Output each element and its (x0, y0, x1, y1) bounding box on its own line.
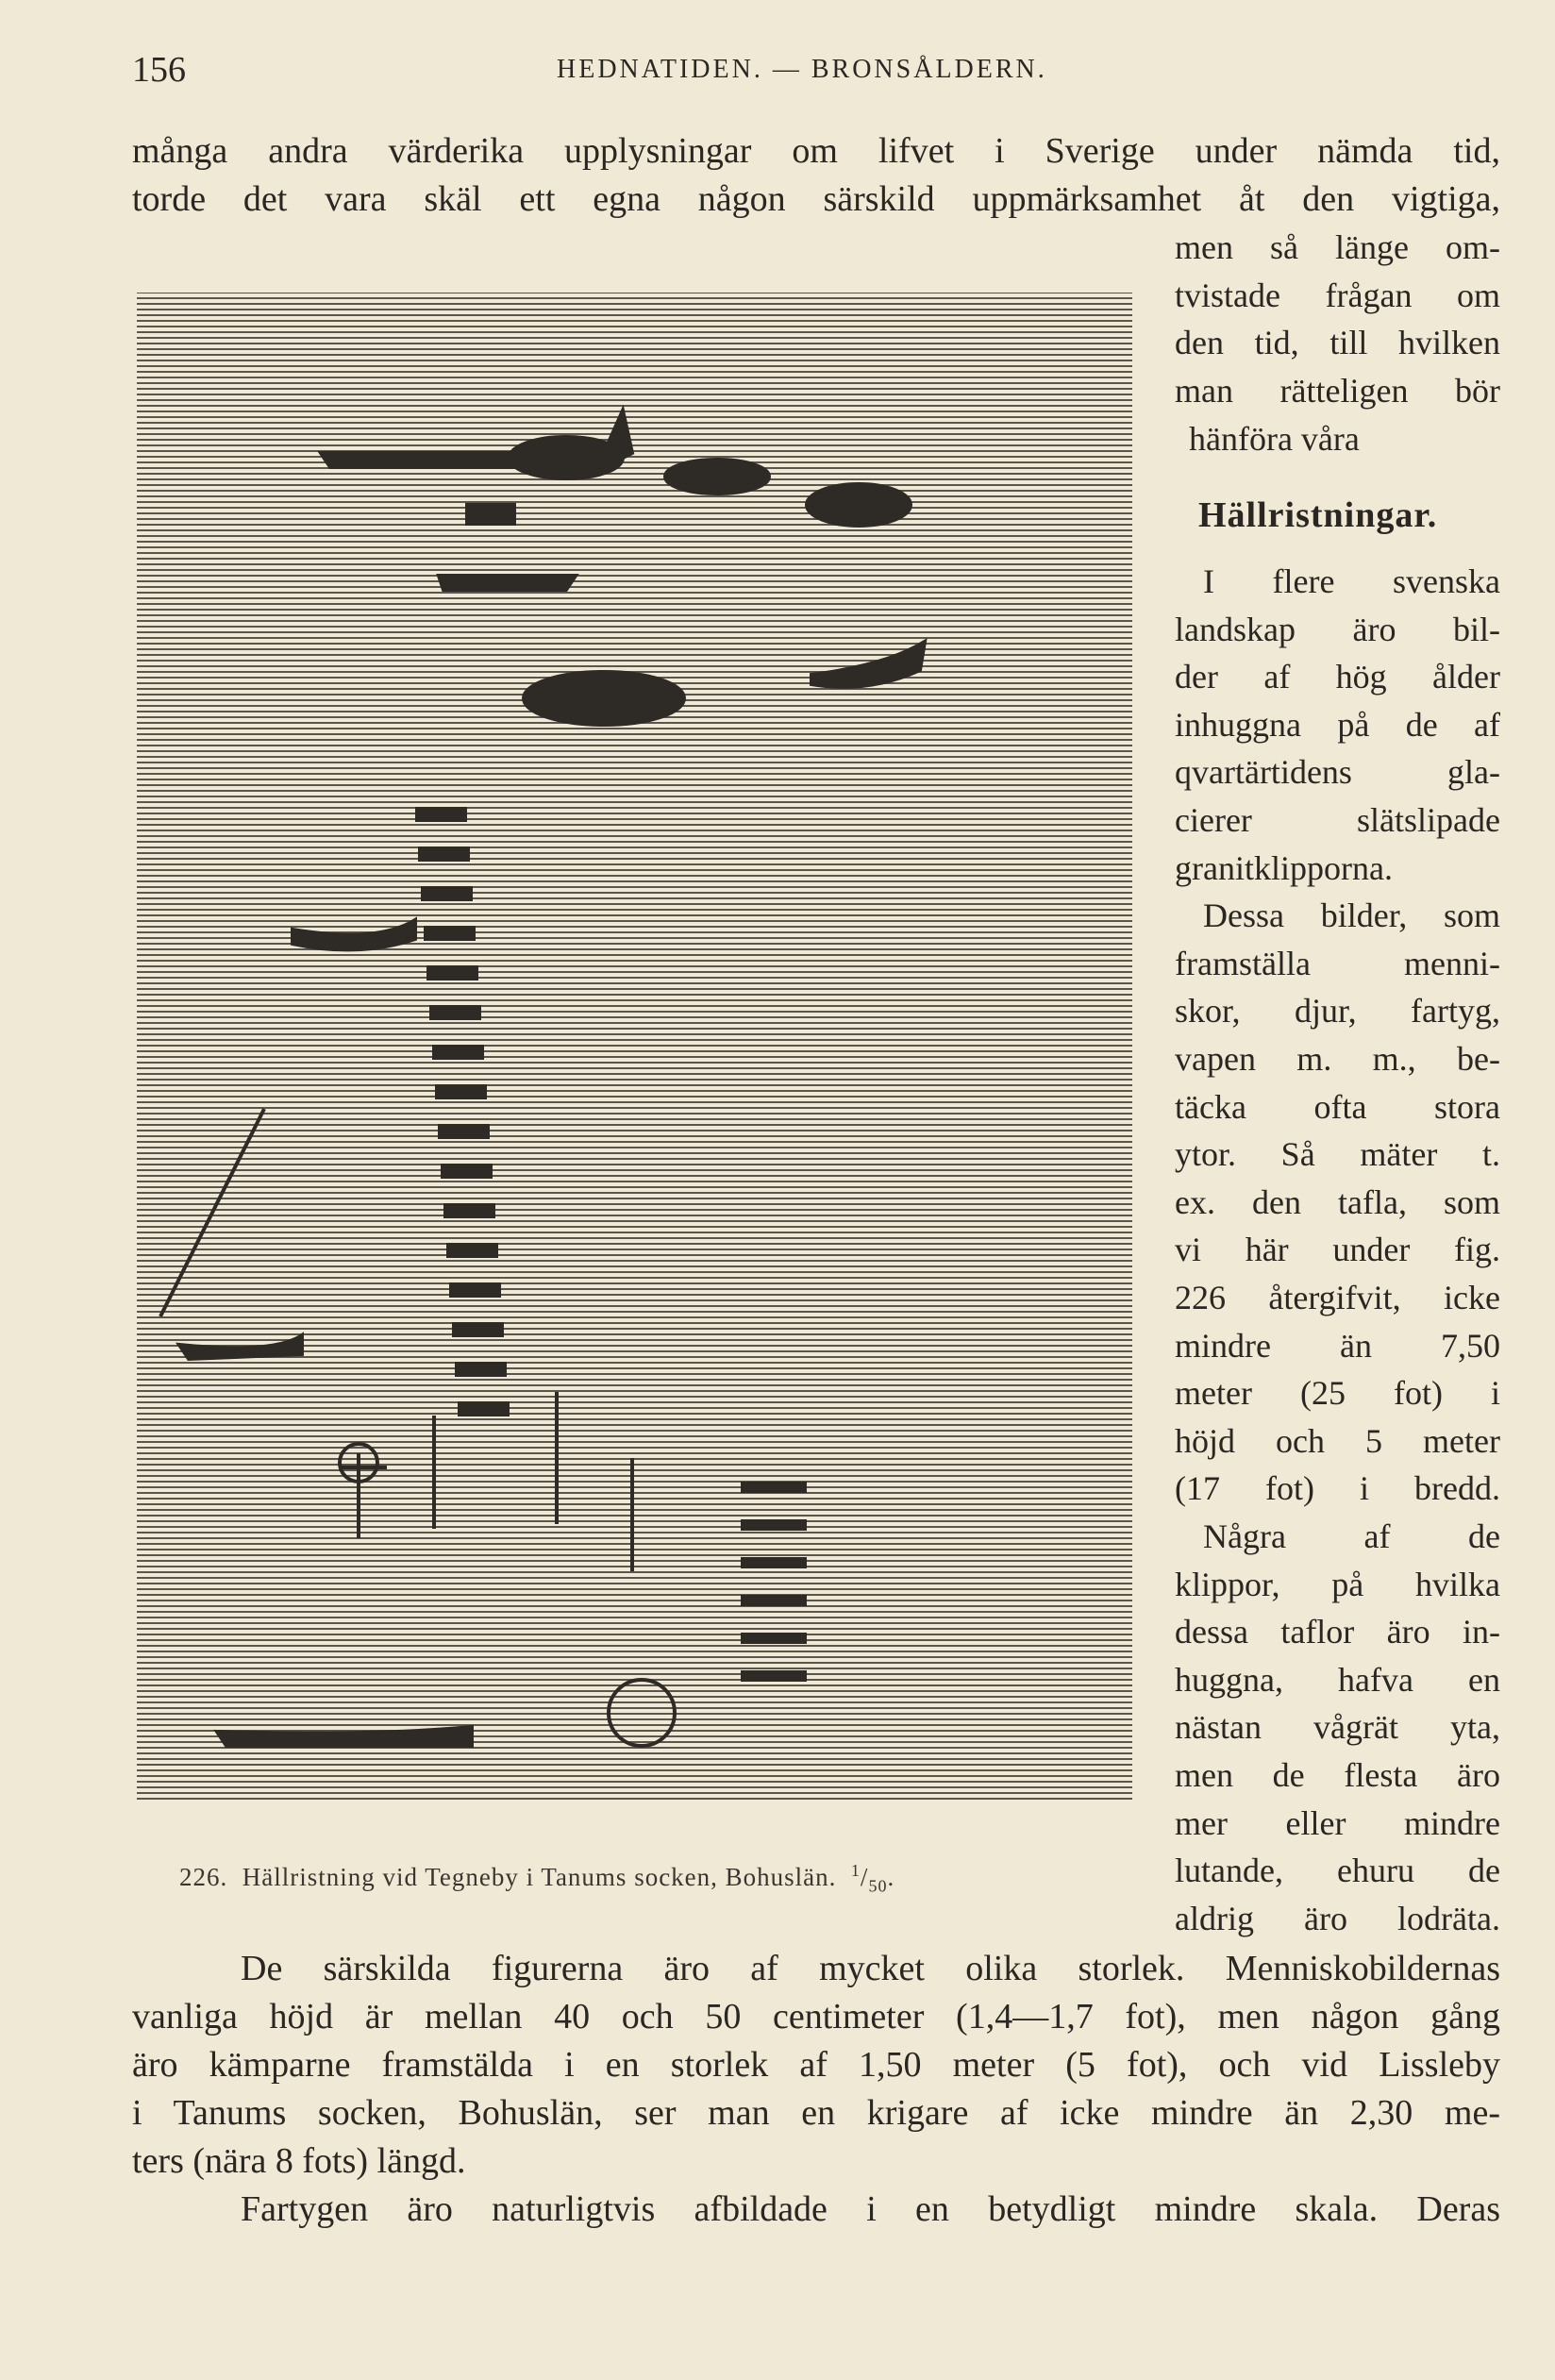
boat-mark (424, 926, 476, 941)
text-line: De särskilda figurerna äro af mycket oli… (241, 1949, 1500, 1988)
text-line: vapen m. m., be- (1175, 1040, 1500, 1078)
text-line: huggna, hafva en (1175, 1660, 1500, 1699)
text-line: lutande, ehuru de (1175, 1852, 1500, 1890)
boat-mark (741, 1595, 807, 1606)
boat-mark (741, 1557, 807, 1568)
boat-mark (452, 1322, 504, 1337)
boat-mark (449, 1282, 501, 1298)
text-line: dessa taflor äro in- (1175, 1613, 1500, 1651)
text-line: skor, djur, fartyg, (1175, 992, 1500, 1031)
boat-mark (443, 1203, 495, 1218)
boat-mark (741, 1482, 807, 1493)
boat-mark (438, 1124, 490, 1139)
text-line: landskap äro bil- (1175, 610, 1500, 648)
boat-mark (415, 807, 467, 822)
boat-mark (426, 965, 478, 980)
text-line: torde det vara skäl ett egna någon särsk… (132, 179, 1500, 219)
text-line: qvartärtidens gla- (1175, 753, 1500, 792)
text-line: klippor, på hvilka (1175, 1565, 1500, 1603)
text-line: ytor. Så mäter t. (1175, 1135, 1500, 1174)
text-line: meter (25 fot) i (1175, 1374, 1500, 1413)
text-line: Dessa bilder, som (1203, 897, 1500, 935)
text-line: men de flesta äro (1175, 1756, 1500, 1794)
boat-mark (741, 1633, 807, 1644)
boat-mark (418, 846, 470, 862)
text-line: hänföra våra (1189, 419, 1360, 458)
text-line: 226 återgifvit, icke (1175, 1279, 1500, 1316)
text-line: framställa menni- (1175, 944, 1500, 982)
text-line: men så länge om- (1175, 228, 1500, 266)
section-heading: Hällristningar. (1198, 495, 1438, 535)
page-number: 156 (132, 50, 186, 90)
boat-mark (741, 1519, 807, 1531)
text-line: täcka ofta stora (1175, 1087, 1500, 1126)
text-line: ters (nära 8 fots) längd. (132, 2141, 466, 2181)
text-line: Fartygen äro naturligtvis afbildade i en… (241, 2189, 1500, 2229)
text-line: vanliga höjd är mellan 40 och 50 centime… (132, 1997, 1500, 2036)
text-line: cierer slätslipade (1175, 801, 1500, 839)
text-line: många andra värderika upplysningar om li… (132, 131, 1500, 171)
text-line: nästan vågrät yta, (1175, 1708, 1500, 1747)
text-line: der af hög ålder (1175, 658, 1500, 696)
rock-carving-illustration (137, 293, 1132, 1802)
boat-mark (458, 1401, 510, 1416)
figure-number: 226. (179, 1863, 228, 1891)
figure-caption: 226. Hällristning vid Tegneby i Tanums s… (179, 1861, 895, 1896)
boat-mark (421, 886, 473, 901)
text-line: vi här under fig. (1175, 1231, 1500, 1269)
text-line: aldrig äro lodräta. (1175, 1899, 1500, 1937)
text-line: tvistade frågan om (1175, 276, 1500, 314)
boat-mark (432, 1045, 484, 1060)
text-line: man rätteligen bör (1175, 372, 1500, 411)
text-line: höjd och 5 meter (1175, 1421, 1500, 1460)
boat-mark (429, 1005, 481, 1020)
text-line: ex. den tafla, som (1175, 1182, 1500, 1221)
text-line: mer eller mindre (1175, 1803, 1500, 1842)
text-line: inhuggna på de af (1175, 705, 1500, 744)
scale-numerator: 1 (850, 1861, 861, 1880)
boat-mark (446, 1243, 498, 1258)
boat-mark (455, 1362, 507, 1377)
text-line: i Tanums socken, Bohuslän, ser man en kr… (132, 2093, 1500, 2133)
text-line: (17 fot) i bredd. (1175, 1469, 1500, 1508)
text-line: äro kämparne framstälda i en storlek af … (132, 2045, 1500, 2085)
text-line: mindre än 7,50 (1175, 1326, 1500, 1365)
running-title: HEDNATIDEN. — BRONSÅLDERN. (557, 55, 1047, 84)
scale-denominator: 50 (868, 1876, 888, 1896)
boat-mark (441, 1164, 493, 1179)
text-line: den tid, till hvilken (1175, 324, 1500, 362)
text-line: granitklipporna. (1175, 848, 1393, 887)
figure-caption-text: Hällristning vid Tegneby i Tanums socken… (242, 1863, 837, 1891)
boat-mark (741, 1670, 807, 1682)
text-line: Några af de (1203, 1517, 1500, 1555)
text-line: I flere svenska (1203, 562, 1500, 600)
boat-mark (435, 1084, 487, 1099)
